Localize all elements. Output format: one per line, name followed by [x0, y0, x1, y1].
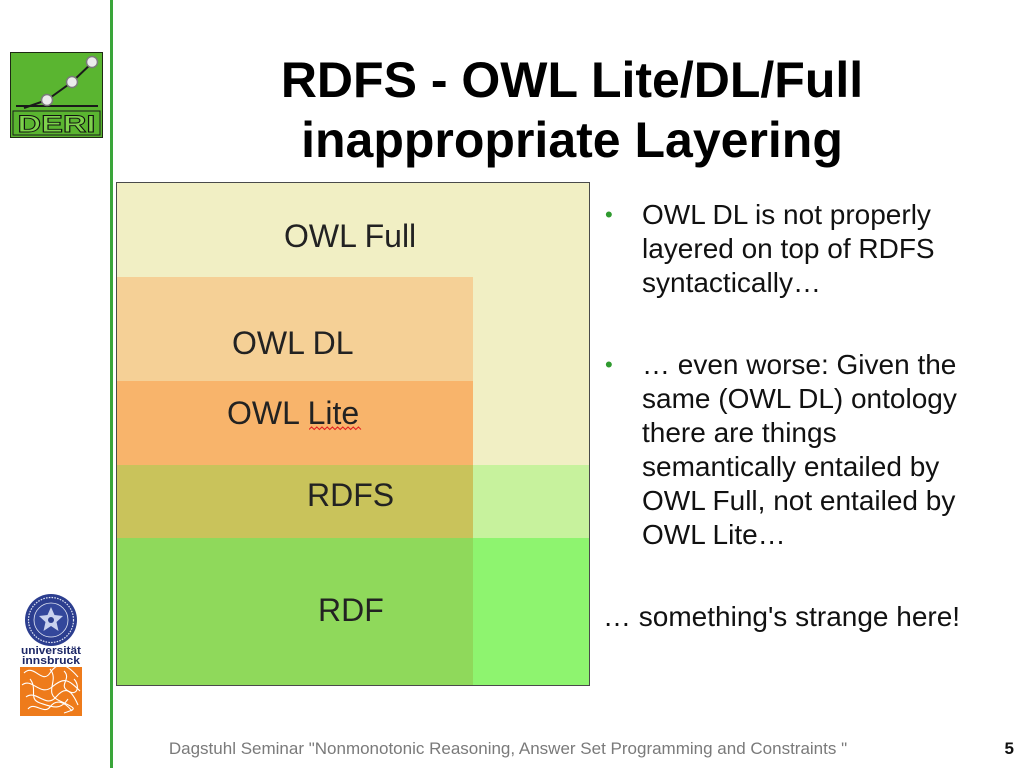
page-number: 5 — [1004, 739, 1014, 758]
bullet-text: OWL DL is not properly layered on top of… — [642, 199, 935, 298]
layer-rdf: RDF — [117, 538, 473, 685]
layer-rdf-side — [473, 538, 589, 685]
layer-rdfs-side — [473, 465, 589, 538]
bullet-marker: • — [605, 202, 613, 227]
layer-rdfs: RDFS — [117, 465, 473, 538]
left-vertical-rule — [110, 0, 113, 768]
slide-title: RDFS - OWL Lite/DL/Full inappropriate La… — [280, 52, 864, 168]
layer-rdfs-label: RDFS — [307, 477, 395, 513]
deri-logo: DERI — [10, 52, 103, 138]
innsbruck-logo: universität innsbruck — [20, 594, 82, 716]
bullet-text: … even worse: Given the same (OWL DL) on… — [642, 349, 957, 550]
innsbruck-logo-line1: universität — [21, 645, 81, 657]
layer-owl-dl-label: OWL DL — [232, 325, 354, 361]
bullet-marker: • — [605, 352, 613, 377]
bullet-item: • OWL DL is not properly layered on top … — [605, 198, 978, 300]
layer-diagram: OWL Full OWL DL OWL Lite RDFS RDF — [116, 182, 590, 686]
innsbruck-logo-line2: innsbruck — [22, 655, 81, 667]
layer-owl-lite-label: OWL Lite — [227, 395, 360, 431]
bullet-item: • … even worse: Given the same (OWL DL) … — [605, 348, 978, 552]
spellcheck-underline — [309, 426, 362, 431]
layer-owl-full-label: OWL Full — [284, 218, 417, 254]
layer-owl-dl: OWL DL — [117, 277, 473, 381]
closing-note: … something's strange here! — [603, 601, 961, 632]
layer-rdf-label: RDF — [318, 592, 384, 628]
footer-text: Dagstuhl Seminar "Nonmonotonic Reasoning… — [168, 739, 848, 758]
deri-logo-lettering: DERI — [18, 111, 96, 138]
layer-owl-lite: OWL Lite — [117, 381, 473, 465]
